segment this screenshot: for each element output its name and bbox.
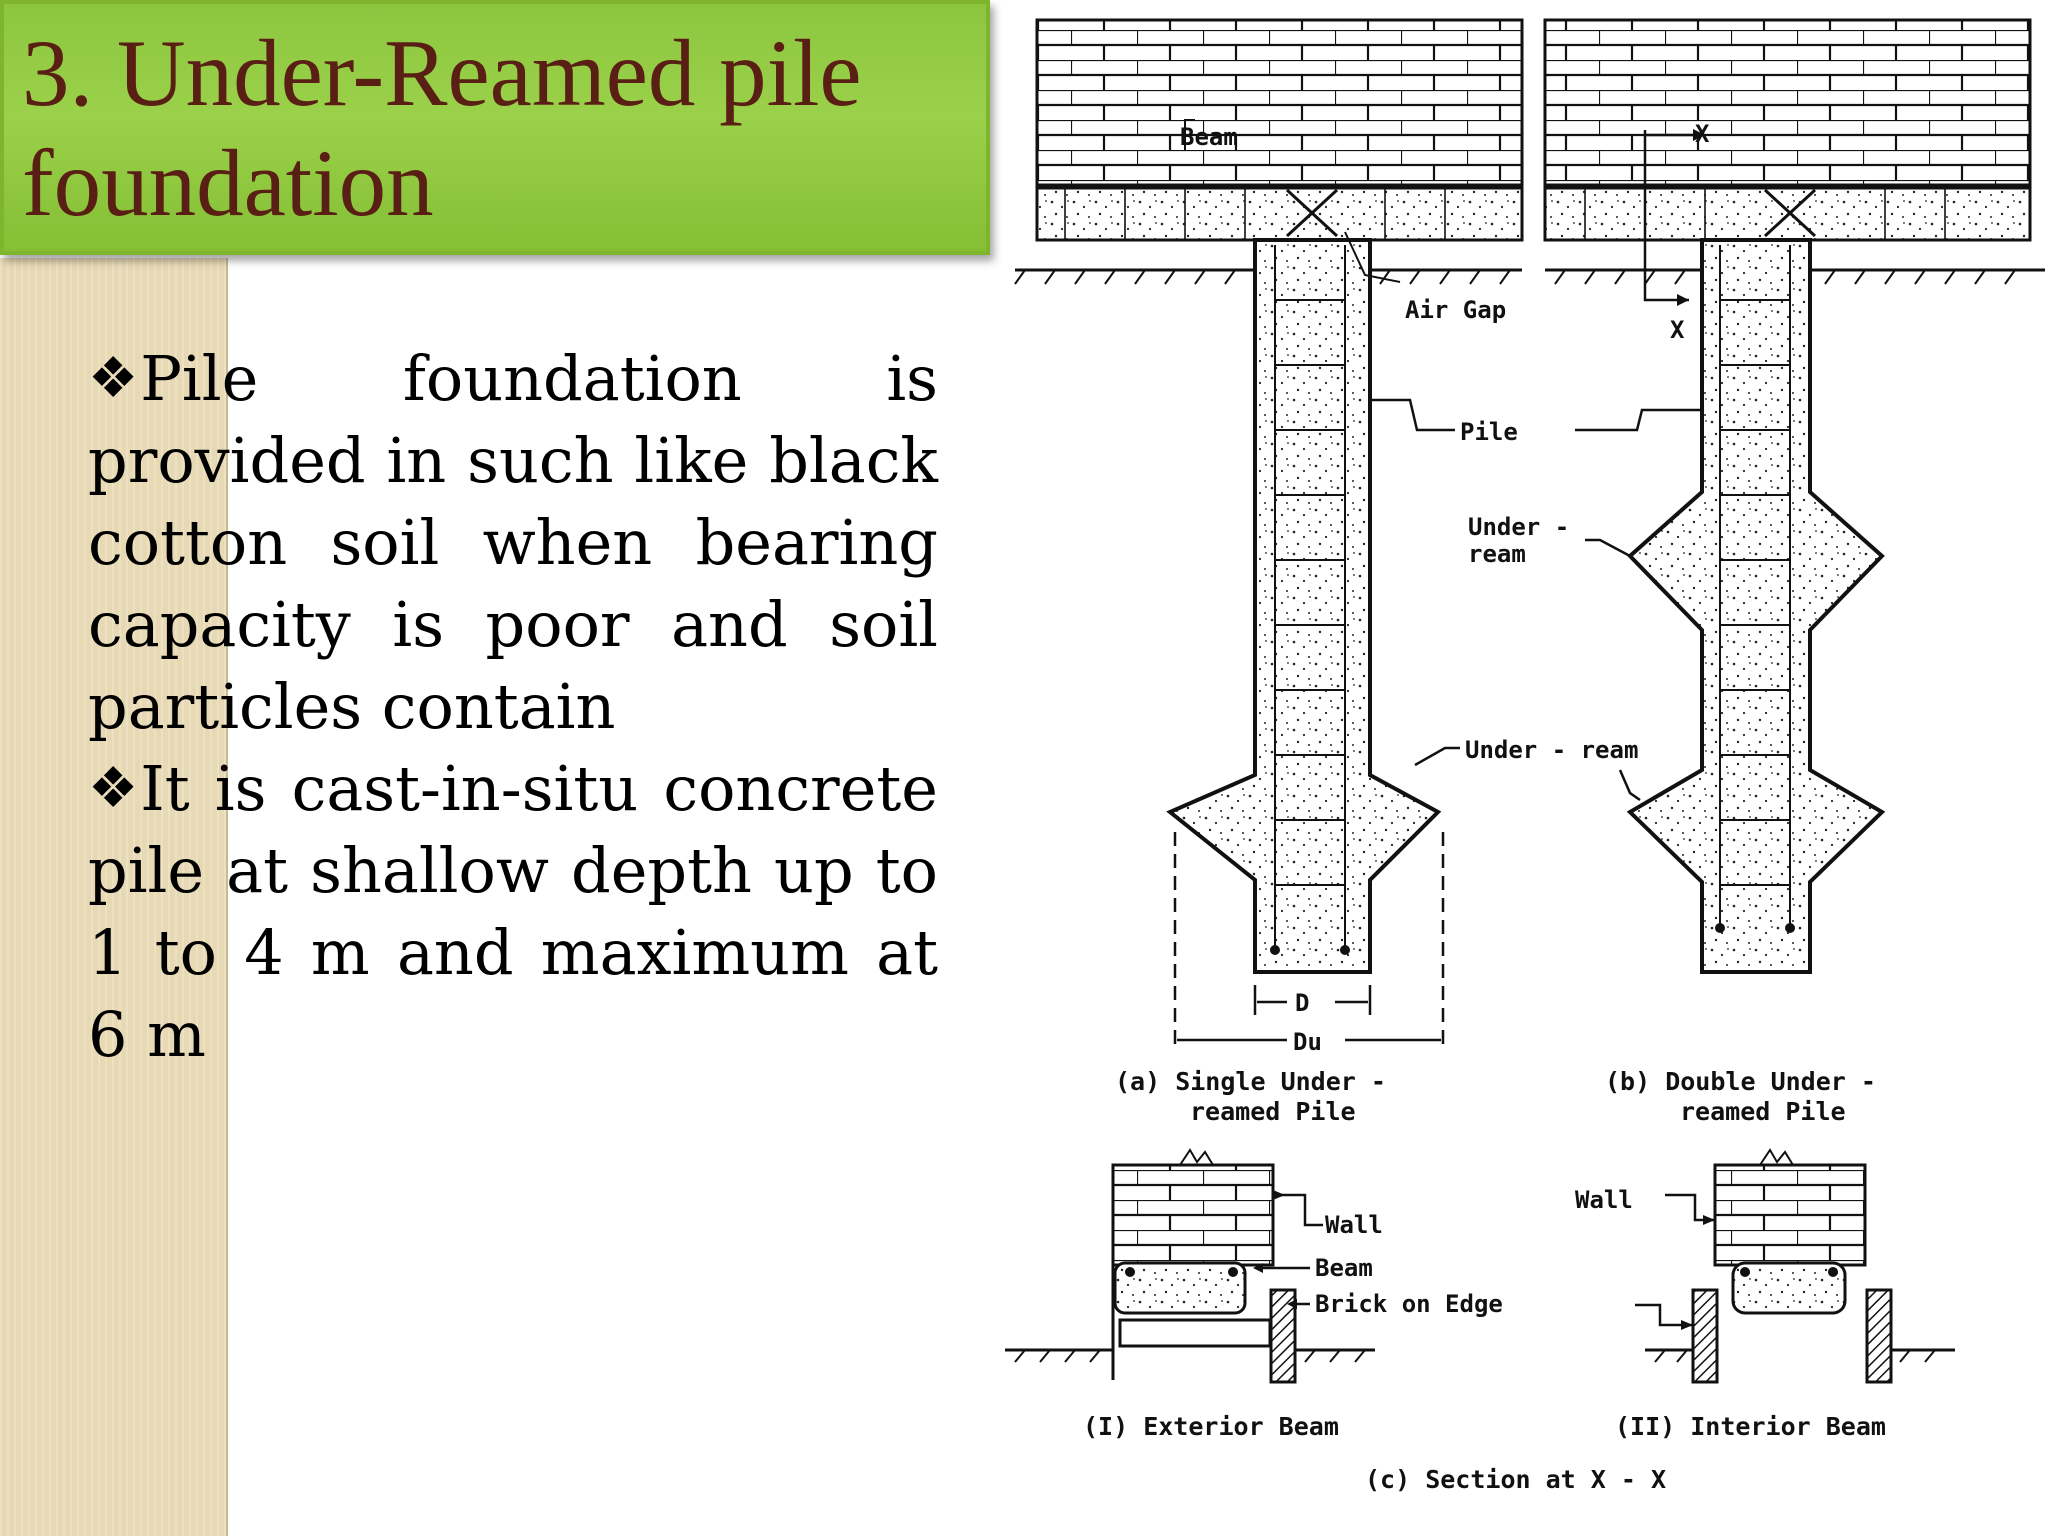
bullet-item: ❖Pile foundation is provided in such lik… [88,338,938,748]
double-under-reamed-pile [1543,18,2045,974]
single-under-reamed-pile [1014,18,1524,1052]
label-under-ream-top-2: ream [1468,540,1526,568]
caption-b-line1: (b) Double Under - [1605,1067,1876,1096]
label-beam: Beam [1180,123,1238,151]
label-wall-right: Wall [1575,1186,1633,1214]
label-x-top: X [1695,120,1710,148]
title-bar: 3. Under-Reamed pile foundation [0,0,990,255]
label-du: Du [1293,1028,1322,1056]
diagram-svg: Beam Air Gap Pile Under - ream Under - r… [1005,18,2045,1494]
caption-a-line1: (a) Single Under - [1115,1067,1386,1096]
diamond-bullet-icon: ❖ [88,346,139,411]
label-pile: Pile [1460,418,1518,446]
label-brick-on-edge: Brick on Edge [1315,1290,1503,1318]
slide-title: 3. Under-Reamed pile foundation [22,20,862,236]
caption-b-line2: reamed Pile [1680,1097,1846,1126]
bullet-text: Pile foundation is provided in such like… [88,342,938,743]
label-air-gap: Air Gap [1405,296,1506,324]
label-d: D [1295,989,1309,1017]
caption-exterior-beam: (I) Exterior Beam [1083,1412,1339,1441]
caption-section-x-x: (c) Section at X - X [1365,1465,1666,1494]
bullet-text: It is cast-in-situ concrete pile at shal… [88,752,938,1071]
interior-beam-section [1635,1148,1955,1384]
label-under-ream-top: Under - [1468,513,1569,541]
label-wall-left: Wall [1325,1211,1383,1239]
body-text: ❖Pile foundation is provided in such lik… [88,338,938,1076]
label-beam-section: Beam [1315,1254,1373,1282]
diamond-bullet-icon: ❖ [88,756,139,821]
exterior-beam-section [1005,1148,1375,1384]
label-under-ream: Under - ream [1465,736,1638,764]
bullet-item: ❖It is cast-in-situ concrete pile at sha… [88,748,938,1076]
caption-interior-beam: (II) Interior Beam [1615,1412,1886,1441]
label-x-bottom: X [1670,316,1685,344]
caption-a-line2: reamed Pile [1190,1097,1356,1126]
left-decorative-strip [0,258,228,1536]
under-reamed-pile-diagram: Beam Air Gap Pile Under - ream Under - r… [1005,0,2048,1536]
